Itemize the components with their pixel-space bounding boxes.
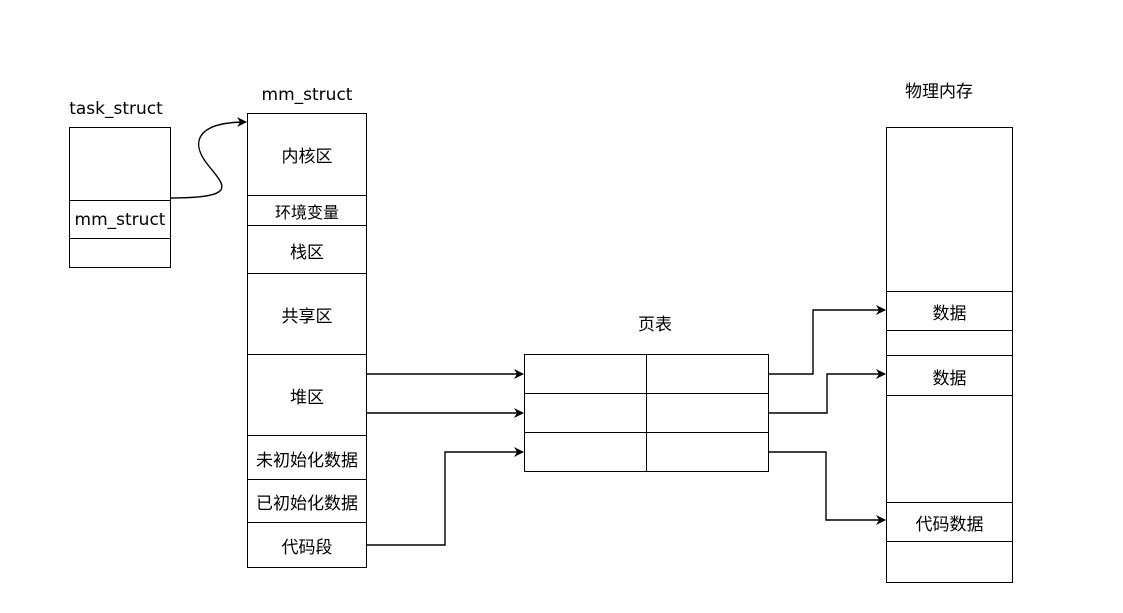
mm-struct-box: 内核区 环境变量 栈区 共享区 堆区 未初始化数据 已初始化数据 代码段	[247, 113, 367, 568]
code-to-pagetable-row3-arrow	[367, 447, 524, 546]
phys-block-label: 数据	[932, 368, 967, 389]
mm-section-data: 已初始化数据	[248, 479, 366, 523]
page-table	[524, 354, 769, 472]
mm-section-label: 代码段	[281, 538, 333, 558]
mm-section-label: 已初始化数据	[256, 494, 358, 514]
phys-block-data-2: 数据	[887, 355, 1012, 396]
mm-section-code: 代码段	[248, 522, 366, 568]
phys-block-data-1: 数据	[887, 291, 1012, 331]
mm-section-heap: 堆区	[248, 354, 366, 436]
pagetable-row2-to-data2-arrow	[769, 369, 886, 414]
page-table-title: 页表	[638, 315, 672, 335]
physical-memory-box: 数据 数据 代码数据	[886, 127, 1013, 583]
pagetable-row3-to-code-data-arrow	[769, 451, 886, 525]
mm-section-stack: 栈区	[248, 225, 366, 274]
phys-gap-2	[887, 395, 1012, 503]
mm-section-label: 共享区	[281, 307, 333, 327]
mm-struct-title: mm_struct	[261, 85, 353, 105]
task-to-mm-arrow	[170, 117, 247, 199]
task-struct-title: task_struct	[69, 99, 163, 119]
physical-memory-title: 物理内存	[905, 82, 973, 102]
page-table-cell	[646, 432, 769, 472]
task-struct-mm-field-label: mm_struct	[74, 210, 166, 230]
phys-empty-bottom	[887, 541, 1012, 583]
mm-section-label: 栈区	[290, 242, 324, 263]
mm-section-label: 未初始化数据	[256, 450, 358, 471]
pagetable-row1-to-data1-arrow	[769, 305, 886, 375]
mm-section-label: 环境变量	[274, 203, 339, 222]
mm-section-kernel: 内核区	[248, 114, 366, 195]
mm-section-label: 内核区	[281, 147, 333, 167]
task-struct-box: mm_struct	[69, 127, 171, 268]
phys-block-code-data: 代码数据	[887, 502, 1012, 542]
task-struct-empty-bottom	[70, 238, 170, 268]
task-struct-mm-field: mm_struct	[70, 200, 170, 239]
mm-section-shared: 共享区	[248, 273, 366, 355]
mm-section-bss: 未初始化数据	[248, 435, 366, 480]
mm-section-env: 环境变量	[248, 195, 366, 226]
phys-gap-1	[887, 330, 1012, 356]
phys-block-label: 数据	[932, 304, 967, 324]
phys-block-label: 代码数据	[915, 515, 984, 535]
mm-section-label: 堆区	[290, 388, 324, 408]
